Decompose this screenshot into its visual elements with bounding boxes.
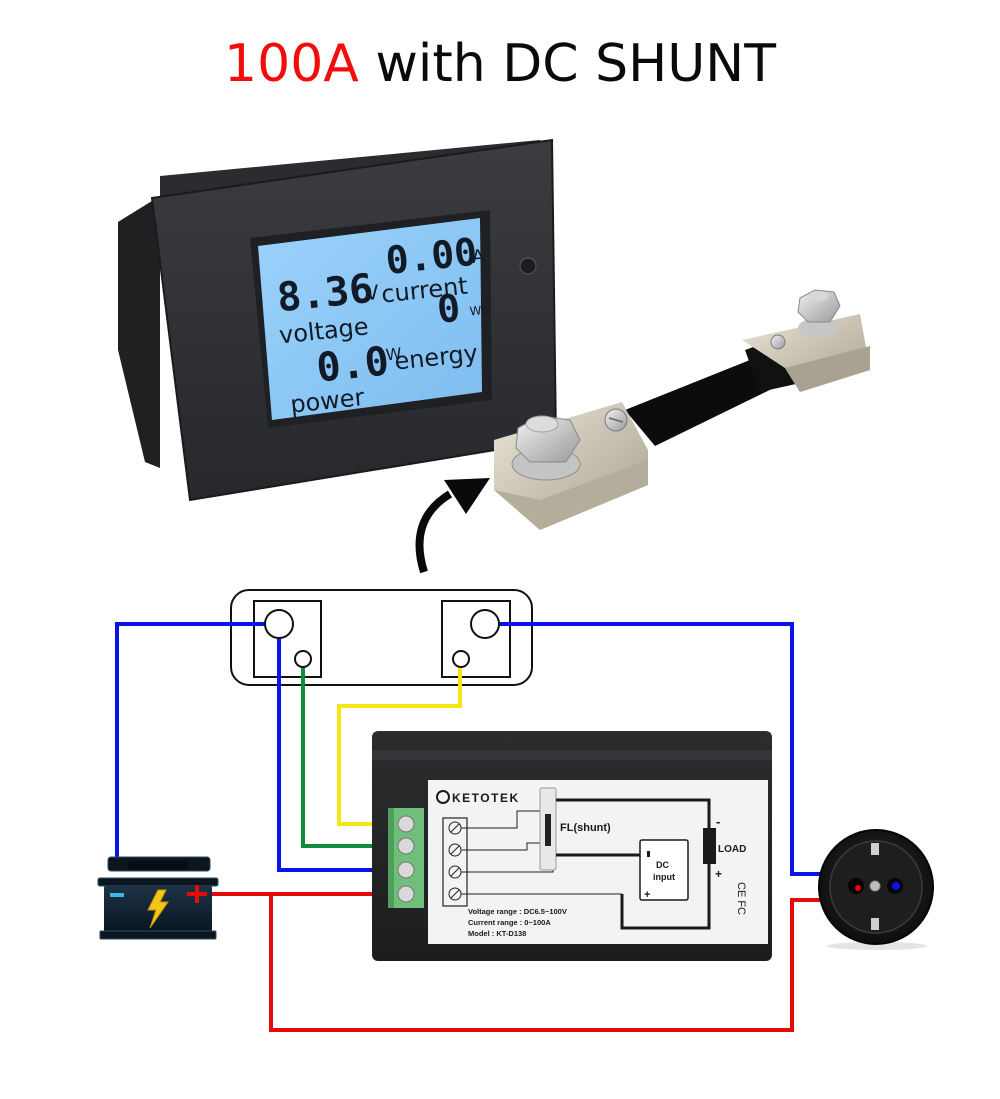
certification-marks: CE FC (735, 882, 747, 915)
energy-unit: Wh (469, 303, 490, 319)
load-minus: - (716, 814, 720, 829)
current-value: 0.00 (384, 230, 480, 283)
power-unit: W (385, 344, 403, 365)
model-number: Model : KT-D138 (468, 929, 526, 938)
load-plus: + (715, 867, 722, 881)
power-value: 0.0 (314, 338, 391, 391)
dc-input-line1: DC (656, 860, 669, 870)
lcd-display: 8.36 V voltage 0.00 A current 0.0 W powe… (258, 218, 490, 420)
title-rest: with DC SHUNT (358, 34, 776, 94)
wires (115, 622, 898, 1032)
dc-plus: + (644, 889, 650, 901)
battery-icon (97, 856, 219, 940)
page-title: 100A with DC SHUNT (0, 38, 1000, 90)
current-range: Current range : 0~100A (468, 918, 551, 927)
brand-name: KETOTEK (452, 791, 520, 805)
voltage-range: Voltage range : DC6.5~100V (468, 907, 567, 916)
shunt-terminals (264, 609, 500, 668)
voltage-unit: V (364, 280, 380, 305)
energy-value: 0 (435, 286, 462, 332)
terminal-screws (397, 815, 415, 903)
meter-back: KETOTEK FL(shunt) LOAD - + (372, 731, 772, 961)
voltage-value: 8.36 (275, 266, 376, 322)
load-label: LOAD (718, 844, 746, 855)
meter-front: 8.36 V voltage 0.00 A current 0.0 W powe… (118, 138, 558, 502)
meter-button (519, 257, 537, 275)
curved-arrow-icon (415, 478, 490, 574)
power-socket-icon (818, 829, 934, 950)
dc-input-line2: input (653, 872, 675, 882)
brand-logo: KETOTEK (436, 790, 520, 805)
title-highlight: 100A (224, 34, 359, 94)
shunt-photo (415, 289, 870, 574)
shunt-label: FL(shunt) (560, 822, 611, 834)
battery-minus-mark (110, 893, 124, 897)
current-unit: A (471, 246, 486, 268)
